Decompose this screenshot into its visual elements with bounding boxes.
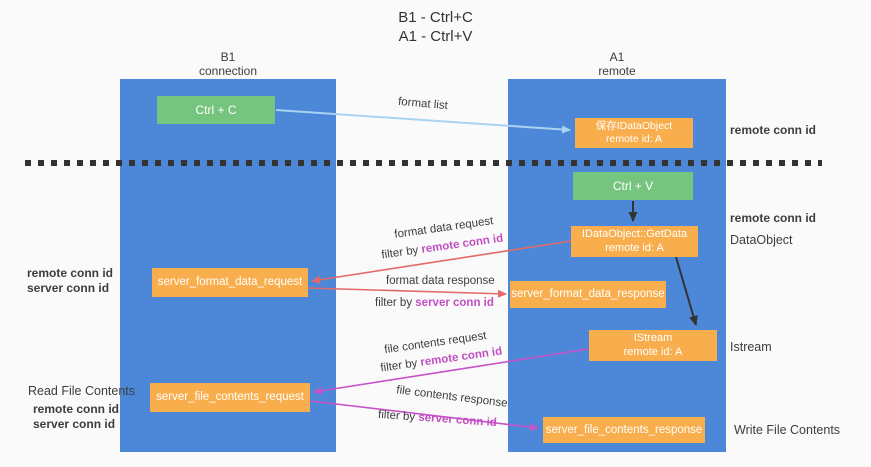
istream-label: Istream: [730, 340, 772, 354]
lane-b1-name: B1: [220, 50, 236, 64]
lane-a1-name: A1: [609, 50, 625, 64]
lane-b1-role: connection: [198, 64, 258, 78]
lane-header-a1: A1 remote: [508, 50, 726, 78]
title-line-2: A1 - Ctrl+V: [398, 28, 473, 45]
server-conn-id-label-left1: server conn id: [27, 281, 110, 295]
filter-by-text: filter by: [377, 408, 416, 424]
file-contents-response-label: file contents response: [395, 384, 509, 410]
server-conn-id-text: server conn id: [417, 411, 498, 430]
server-format-data-response-node: server_format_data_response: [510, 281, 666, 308]
remote-conn-id-text: remote conn id: [420, 232, 504, 256]
istream-node: IStream remote id: A: [589, 330, 717, 361]
server-format-data-request-node: server_format_data_request: [152, 268, 308, 297]
idataobject-getdata-node: IDataObject::GetData remote id: A: [571, 226, 698, 257]
ctrl-v-node: Ctrl + V: [573, 172, 693, 200]
dashed-separator: [25, 160, 822, 166]
lane-a1-role: remote: [598, 64, 636, 78]
server-conn-id-label-left2: server conn id: [33, 417, 116, 431]
filter-by-text: filter by: [375, 297, 413, 309]
format-data-response-filter-label: filter by server conn id: [375, 297, 494, 309]
remote-conn-id-label-top: remote conn id: [730, 123, 817, 137]
server-file-contents-response-node: server_file_contents_response: [543, 417, 705, 443]
diagram-title: B1 - Ctrl+C A1 - Ctrl+V: [0, 8, 871, 46]
filter-by-text: filter by: [380, 244, 420, 262]
file-contents-response-filter-label: filter by server conn id: [378, 409, 497, 429]
remote-conn-id-label-left2: remote conn id: [33, 402, 120, 416]
server-file-contents-request-node: server_file_contents_request: [150, 383, 310, 412]
read-file-contents-label: Read File Contents: [28, 384, 136, 398]
filter-by-text: filter by: [379, 357, 419, 375]
format-data-response-label: format data response: [386, 275, 495, 287]
remote-conn-id-label-left1: remote conn id: [27, 266, 114, 280]
format-data-response-arrow: [307, 287, 507, 298]
ctrl-c-node: Ctrl + C: [157, 96, 275, 124]
lane-header-b1: B1 connection: [120, 50, 336, 78]
title-line-1: B1 - Ctrl+C: [398, 9, 473, 26]
server-conn-id-text: server conn id: [415, 297, 494, 309]
save-idataobject-node: 保存IDataObject remote id: A: [575, 118, 693, 148]
dataobject-label: DataObject: [730, 233, 793, 247]
format-list-label: format list: [397, 95, 449, 113]
write-file-contents-label: Write File Contents: [734, 423, 841, 437]
remote-conn-id-label-mid: remote conn id: [730, 211, 817, 225]
